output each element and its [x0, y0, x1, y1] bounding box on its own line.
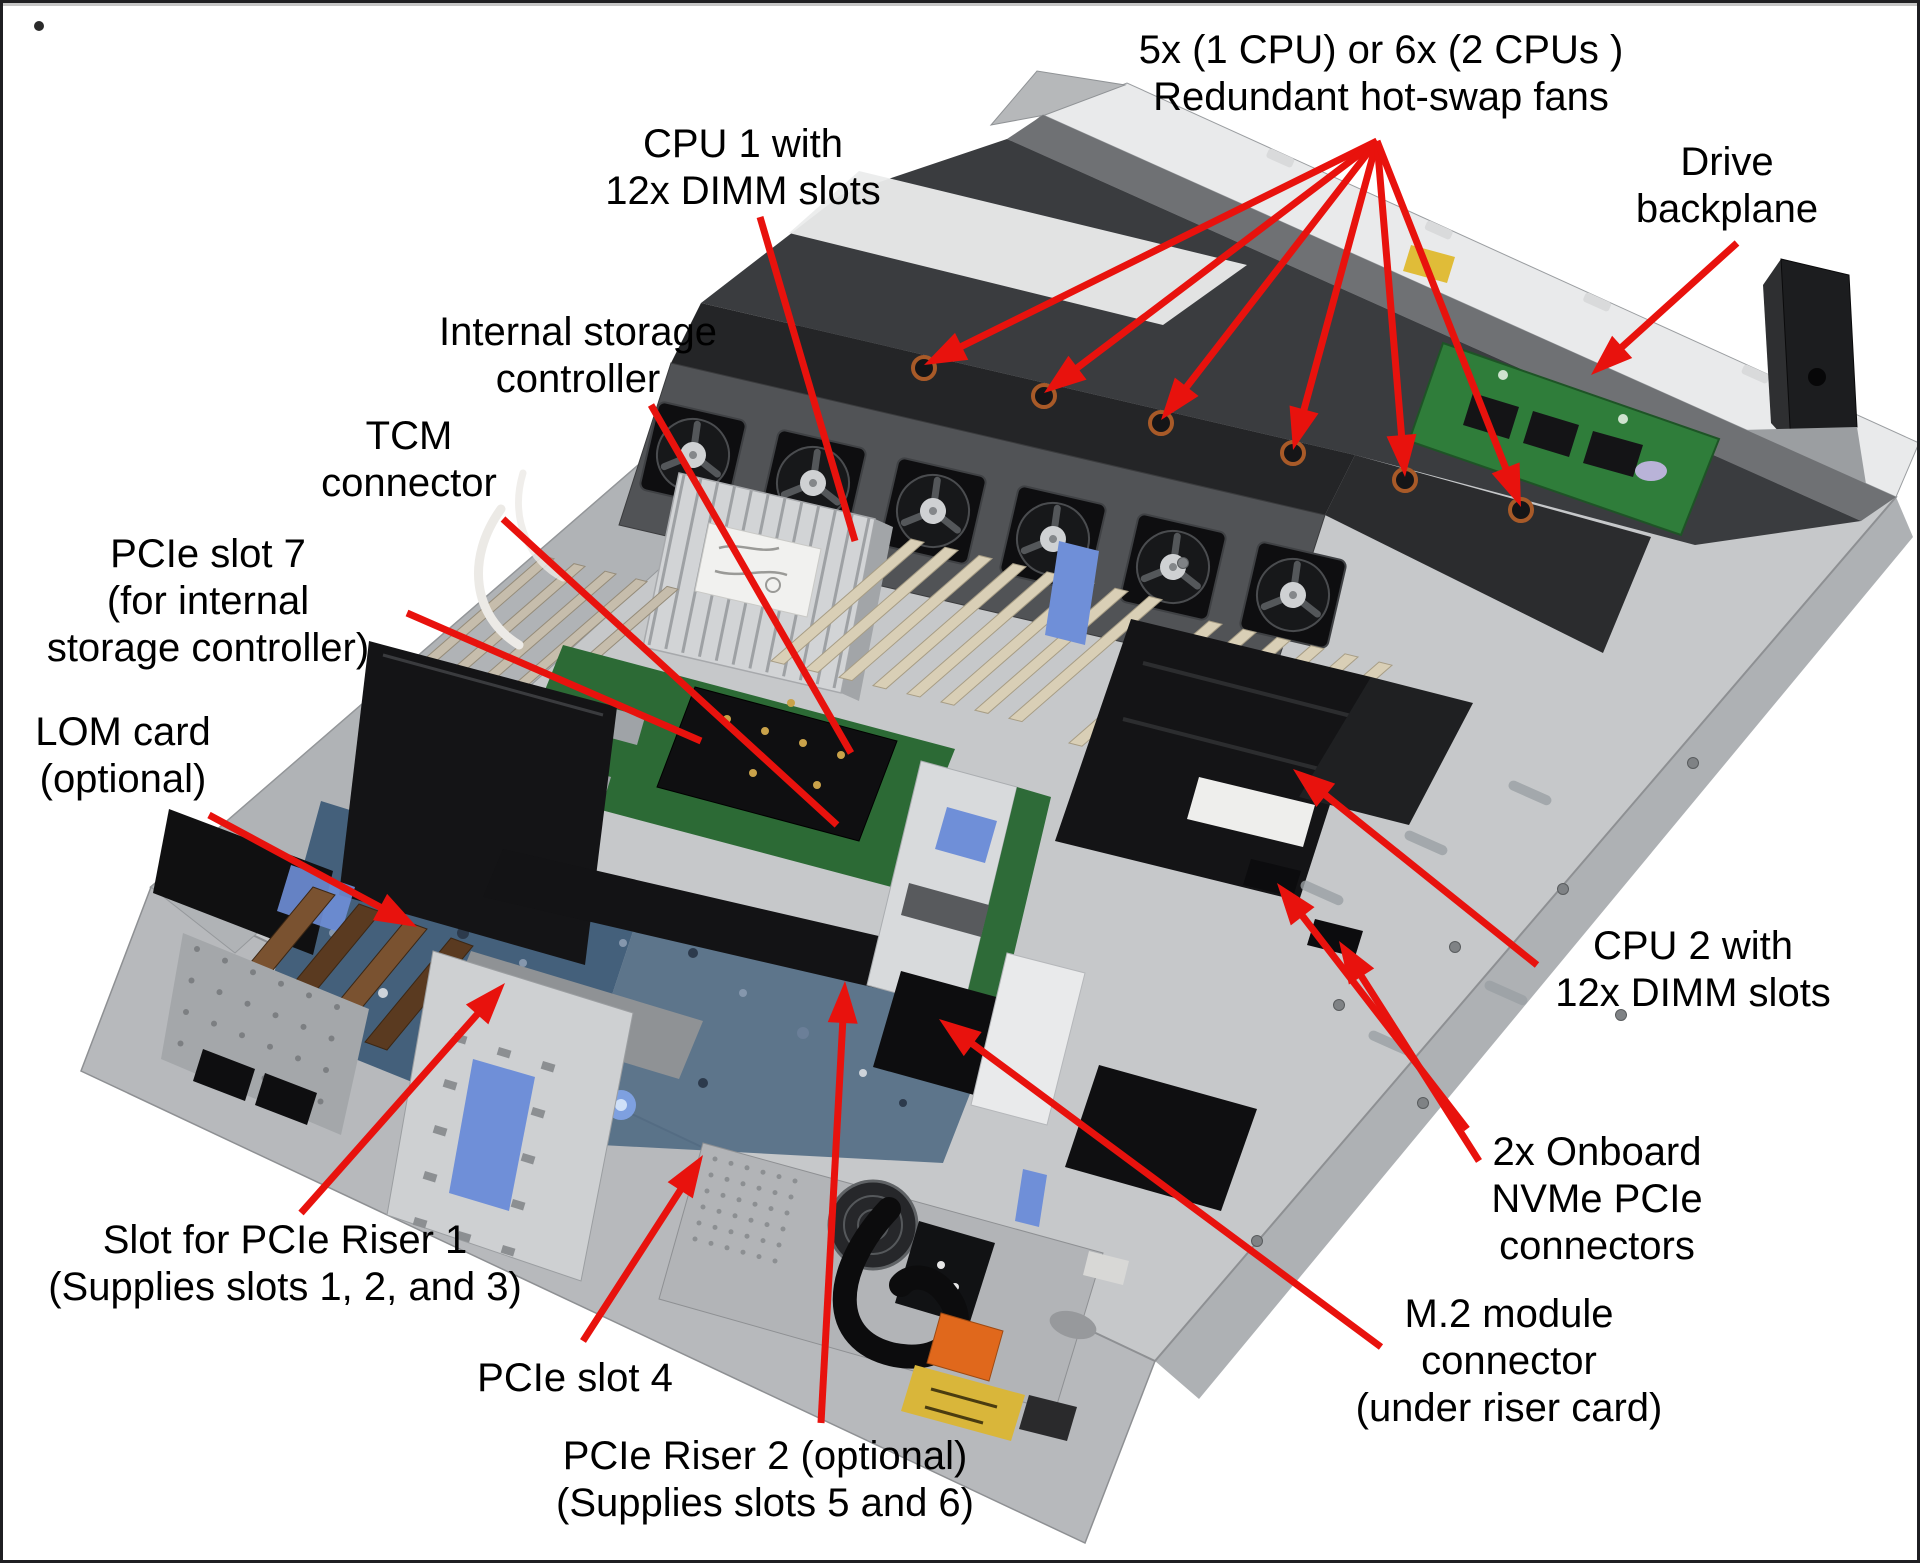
- label-line: PCIe slot 4: [477, 1356, 673, 1400]
- label-line: 12x DIMM slots: [1555, 971, 1831, 1015]
- label-line: Drive: [1680, 140, 1774, 184]
- white-cable: [473, 504, 524, 650]
- label-line: (under riser card): [1355, 1386, 1663, 1430]
- blue-touch-point: [935, 807, 997, 863]
- label-pcie7: PCIe slot 7 (for internal storage contro…: [47, 531, 369, 672]
- nvme-connector-1: [1243, 859, 1301, 897]
- riser-blue-bar: [449, 1059, 535, 1211]
- rack-ear-bracket: [1780, 258, 1858, 446]
- label-fans: 5x (1 CPU) or 6x (2 CPUs ) Redundant hot…: [1139, 27, 1624, 121]
- label-line: connectors: [1499, 1224, 1695, 1268]
- label-line: (for internal: [106, 579, 310, 623]
- label-line: backplane: [1635, 187, 1819, 231]
- rack-ear-side: [1763, 259, 1791, 445]
- page-speck: [34, 21, 44, 31]
- label-cpu1: CPU 1 with 12x DIMM slots: [605, 121, 881, 215]
- server-illustration: [80, 70, 1917, 1545]
- rear-port-2: [255, 1073, 317, 1125]
- blue-latch: [1045, 541, 1099, 645]
- cpu2-assembly: [1055, 619, 1473, 957]
- chassis-corner-tab: [989, 70, 1127, 126]
- label-line: connector: [321, 461, 497, 505]
- blue-standoff-center: [615, 1099, 627, 1111]
- label-line: CPU 1 with: [642, 122, 844, 166]
- cpu2-sticker: [1187, 777, 1315, 847]
- label-line: (optional): [39, 757, 207, 801]
- label-line: PCIe Riser 2 (optional): [562, 1434, 968, 1478]
- label-line: LOM card: [35, 710, 211, 754]
- label-lom: LOM card (optional): [35, 709, 211, 803]
- label-m2: M.2 module connector (under riser card): [1356, 1291, 1663, 1432]
- floor-cutout: [1065, 1065, 1257, 1211]
- label-backplane: Drive backplane: [1636, 139, 1818, 233]
- psu-dark-label: [1019, 1395, 1077, 1441]
- label-line: NVMe PCIe: [1491, 1177, 1703, 1221]
- baffle-edge: [382, 653, 604, 717]
- psu-bay-vent-panel: [161, 933, 369, 1135]
- psu-power-socket: [895, 1221, 995, 1325]
- screws: [1177, 557, 1699, 1247]
- label-line: connector: [1421, 1339, 1597, 1383]
- label-line: PCIe slot 7: [110, 532, 306, 576]
- callout-arrows: [207, 137, 1740, 1424]
- label-riser2: PCIe Riser 2 (optional) (Supplies slots …: [556, 1433, 974, 1527]
- wall-oval-hole: [1049, 1310, 1097, 1340]
- label-pcie4: PCIe slot 4: [477, 1355, 673, 1402]
- floor-slots: [1300, 780, 1552, 1056]
- fru-label: [1083, 1251, 1129, 1285]
- label-line: CPU 2 with: [1592, 924, 1794, 968]
- label-line: controller: [495, 357, 661, 401]
- psu-blue-clip: [1015, 1169, 1047, 1227]
- chassis-front-wall: [1155, 497, 1913, 1399]
- label-riser1: Slot for PCIe Riser 1 (Supplies slots 1,…: [48, 1217, 522, 1311]
- label-line: 12x DIMM slots: [605, 169, 881, 213]
- rack-ear-hole: [1808, 368, 1826, 386]
- label-line: 2x Onboard: [1492, 1130, 1702, 1174]
- label-line: storage controller): [46, 626, 370, 670]
- label-line: (Supplies slots 5 and 6): [555, 1481, 975, 1525]
- rear-port-1: [193, 1049, 255, 1101]
- figure-canvas: [34, 21, 1917, 1545]
- power-supply: [658, 1142, 1129, 1441]
- label-line: Redundant hot-swap fans: [1153, 75, 1609, 119]
- air-shroud-sheet: [789, 171, 1247, 325]
- label-line: Slot for PCIe Riser 1: [102, 1218, 468, 1262]
- rim-tabs: [1266, 148, 1770, 384]
- label-line: TCM: [365, 414, 453, 458]
- label-line: Internal storage: [439, 310, 717, 354]
- label-line: 5x (1 CPU) or 6x (2 CPUs ): [1138, 28, 1624, 72]
- label-internal-storage: Internal storage controller: [439, 309, 717, 403]
- motherboard-area-2: [563, 901, 1003, 1163]
- riser-guide: [866, 760, 1051, 1017]
- fan-bay-shroud: [1325, 455, 1651, 653]
- label-line: (Supplies slots 1, 2, and 3): [48, 1265, 522, 1309]
- label-line: M.2 module: [1404, 1292, 1614, 1336]
- label-nvme: 2x Onboard NVMe PCIe connectors: [1491, 1129, 1702, 1270]
- psu-orange-handle: [926, 1312, 1004, 1382]
- nvme-connector-2: [1307, 919, 1363, 957]
- psu-cable: [832, 1197, 969, 1369]
- label-cpu2: CPU 2 with 12x DIMM slots: [1555, 923, 1831, 1017]
- fan-connector-band: [671, 303, 1355, 515]
- label-tcm: TCM connector: [321, 413, 497, 507]
- riser1-cage: [386, 950, 634, 1282]
- psu-yellow-label: [901, 1365, 1025, 1441]
